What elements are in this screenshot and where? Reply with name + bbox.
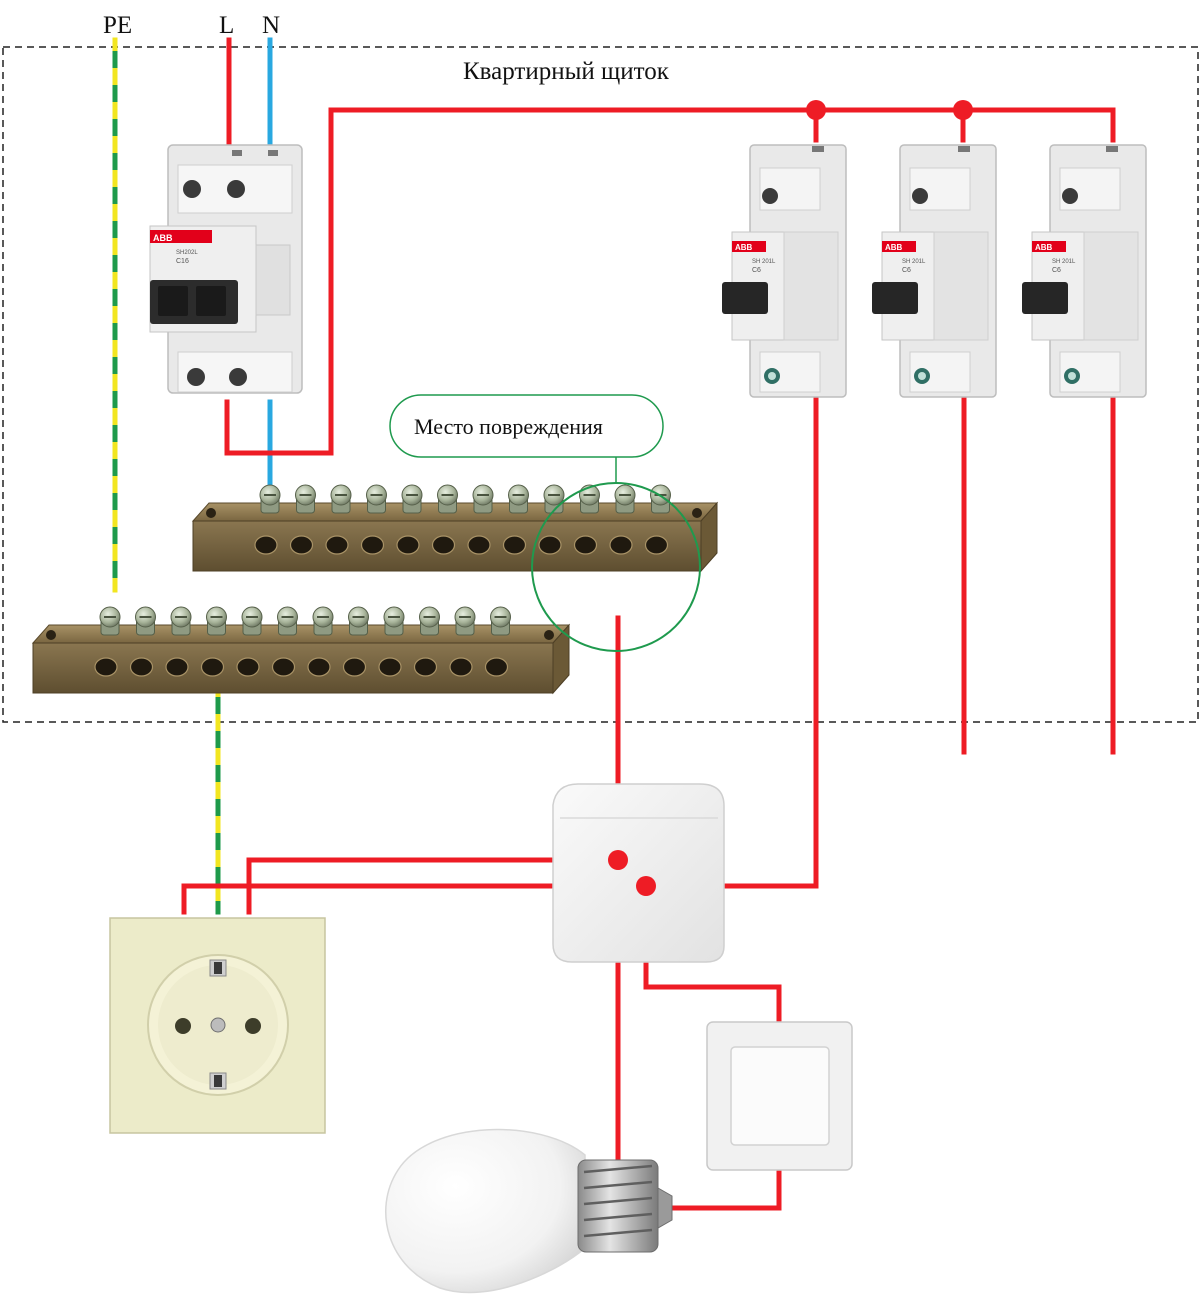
bus-screw [419,606,440,636]
bus-screw [330,484,352,514]
earth-bus-bar [31,606,571,695]
bus-screw [259,484,281,514]
bus-terminal-hole [502,535,527,555]
apartment-panel-border [2,46,1199,723]
junction-box [552,783,725,963]
bus-screw [614,484,636,514]
branch-3-brand: ABB [1035,243,1053,252]
bus-terminal-hole [342,657,367,677]
bus-terminal-hole [413,657,438,677]
bus-terminal-hole [484,657,509,677]
bus-screw [383,606,405,636]
damage-callout: Место повреждения [389,394,701,652]
bus-terminal-hole [129,657,154,677]
damage-circle [531,482,701,652]
bus-screw [437,484,458,514]
junction-dot [806,100,826,120]
bus-screw [472,484,494,514]
damage-callout-text: Место повреждения [414,414,603,439]
neutral-bus-bar [191,484,719,573]
socket-neutral-wire [246,857,621,915]
bus-screw [366,484,387,514]
branch-2-model: SH 201L [902,259,926,265]
branch-3-model: SH 201L [1052,259,1076,265]
panel-title: Квартирный щиток [463,58,670,85]
branch-breaker-2: ABB SH 201L C6 [872,144,997,398]
l-label: L [219,12,234,39]
light-switch [706,1021,853,1171]
main-breaker: ABB SH202L C16 [149,144,303,394]
pe-label: PE [103,12,132,39]
bus-screw [135,606,156,636]
n-label: N [262,12,280,39]
bus-screw [454,606,476,636]
junction-dot [636,876,656,896]
junction-dots [608,100,973,896]
bus-terminal-hole [538,535,562,555]
bus-screw [543,484,565,514]
branch-breaker-3: ABB SH 201L C6 [1022,144,1147,398]
junction-dot [608,850,628,870]
main-breaker-model: SH202L [176,250,198,256]
main-breaker-rating: C16 [176,258,189,265]
bus-screw [508,484,529,514]
bus-terminal-hole [271,657,296,677]
bus-screw [99,606,121,636]
bus-terminal-hole [449,657,473,677]
bus-screw [348,606,369,636]
branch-2-brand: ABB [885,243,903,252]
bus-terminal-hole [325,535,349,555]
bus-terminal-hole [236,657,260,677]
branch-1-rating: C6 [752,267,761,274]
bus-terminal-hole [254,535,278,555]
bus-terminal-hole [307,657,331,677]
bus-screw [206,606,227,636]
branch-breaker-1: ABB SH 201L C6 [722,144,847,398]
bus-screw [650,484,671,514]
bus-terminal-hole [360,535,385,555]
bus-screw [170,606,192,636]
bus-terminal-hole [289,535,314,555]
branch-1-model: SH 201L [752,259,776,265]
junction-dot [953,100,973,120]
branch-3-rating: C6 [1052,267,1061,274]
bus-terminal-hole [200,657,225,677]
bus-screw [241,606,263,636]
bus-terminal-hole [467,535,491,555]
led-bulb [385,1128,673,1294]
schuko-socket [109,917,326,1134]
bus-screw [277,606,298,636]
bus-screw [295,484,316,514]
bus-screw [490,606,511,636]
bus-terminal-hole [378,657,402,677]
bus-terminal-hole [573,535,598,555]
l-distribution-wire [224,107,1116,456]
bus-terminal-hole [431,535,456,555]
main-breaker-brand: ABB [153,233,173,243]
bus-terminal-hole [609,535,633,555]
bus-terminal-hole [165,657,189,677]
switch-to-lamp-wire [669,1167,782,1211]
branch-1-brand: ABB [735,243,753,252]
bus-terminal-hole [94,657,118,677]
bus-terminal-hole [644,535,669,555]
damage-callout-box [389,394,664,458]
bus-screw [312,606,334,636]
bus-terminal-hole [396,535,420,555]
bus-screw [401,484,423,514]
branch-2-rating: C6 [902,267,911,274]
